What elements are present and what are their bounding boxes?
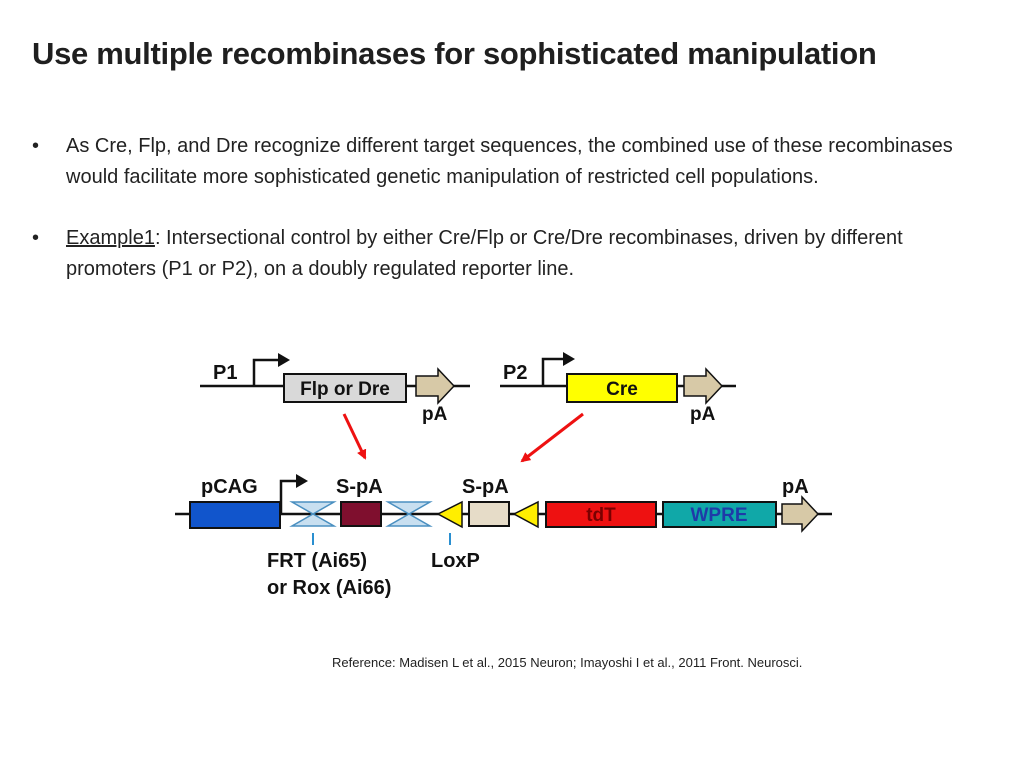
spa-box-1	[340, 501, 382, 527]
promoter-p2-label: P2	[503, 362, 527, 384]
construct-p2: P2 Cre pA	[500, 352, 736, 425]
flp-dre-box	[283, 373, 407, 403]
promoter-arrow-icon	[279, 479, 298, 514]
construct-p1: P1 Flp or Dre pA	[200, 353, 470, 425]
pa-arrow-icon	[415, 367, 456, 405]
wpre-label: WPRE	[691, 505, 748, 526]
spa-label-2: S-pA	[462, 476, 509, 498]
tdt-box	[545, 501, 657, 528]
spa-label-1: S-pA	[336, 476, 383, 498]
pa-label-1: pA	[422, 404, 448, 425]
promoter-arrow-icon	[541, 357, 564, 386]
pcag-label: pCAG	[201, 476, 258, 498]
reporter-construct: pCAG S-pA S-pA tdT WPRE pA FRT (Ai65) or…	[175, 474, 832, 599]
arrowhead-icon	[278, 353, 290, 367]
bullet-2-text: : Intersectional control by either Cre/F…	[66, 227, 903, 280]
loxp-site-icon	[436, 500, 463, 529]
bullet-item-2: • Example1: Intersectional control by ei…	[32, 223, 992, 285]
frt-site-icon	[289, 513, 337, 527]
pa-arrow-icon	[781, 495, 820, 533]
arrowhead-icon	[296, 474, 308, 488]
loxp-site-icon	[512, 500, 539, 529]
frt-site-icon	[289, 501, 337, 515]
flp-dre-label: Flp or Dre	[300, 379, 390, 400]
promoter-p1-label: P1	[213, 362, 237, 384]
red-arrow-icon	[520, 412, 584, 463]
bullet-marker: •	[32, 135, 40, 157]
frt-site-icon	[385, 513, 433, 527]
example-label: Example1	[66, 227, 155, 249]
pa-label-3: pA	[782, 476, 809, 498]
red-arrow-icon	[342, 413, 367, 460]
page-title: Use multiple recombinases for sophistica…	[32, 36, 877, 71]
spa-box-2	[468, 501, 510, 527]
bullet-marker: •	[32, 227, 40, 249]
pcag-box	[189, 501, 281, 529]
cre-box	[566, 373, 678, 403]
arrowhead-icon	[563, 352, 575, 366]
promoter-arrow-icon	[252, 358, 280, 386]
bullet-1-text: As Cre, Flp, and Dre recognize different…	[66, 135, 953, 188]
tdt-label: tdT	[586, 505, 616, 526]
frt-label-line2: or Rox (Ai66)	[267, 577, 391, 599]
wpre-box	[662, 501, 777, 528]
reference-text: Reference: Madisen L et al., 2015 Neuron…	[332, 655, 803, 670]
cre-label: Cre	[606, 379, 638, 400]
loxp-label: LoxP	[431, 550, 480, 572]
bullet-list: • As Cre, Flp, and Dre recognize differe…	[32, 131, 992, 315]
bullet-item-1: • As Cre, Flp, and Dre recognize differe…	[32, 131, 992, 193]
frt-site-icon	[385, 501, 433, 515]
frt-label-line1: FRT (Ai65)	[267, 550, 367, 572]
pa-label-2: pA	[690, 404, 716, 425]
pa-arrow-icon	[683, 367, 724, 405]
